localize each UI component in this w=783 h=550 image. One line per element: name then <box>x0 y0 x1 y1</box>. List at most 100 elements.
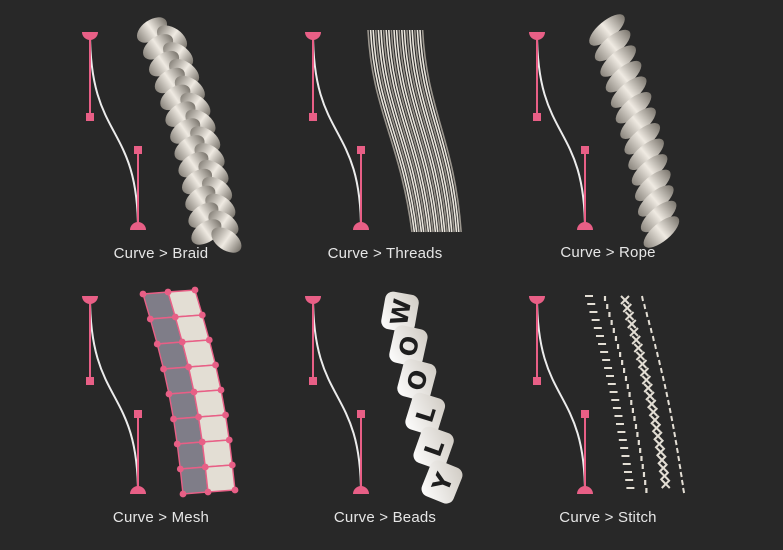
mesh-vertex <box>146 315 154 323</box>
thread-strand <box>406 29 448 233</box>
mesh-vertex <box>201 463 209 471</box>
cross-stitch-icon <box>651 423 662 433</box>
stitch-running <box>675 447 679 454</box>
curve-path <box>312 295 362 495</box>
top-handle-square-icon <box>533 377 541 385</box>
cross-stitch-icon <box>647 399 657 409</box>
thread-strand <box>414 29 455 233</box>
thread-strand <box>369 29 416 233</box>
caption-beads: Curve > Beads <box>333 509 437 526</box>
braid-strand <box>211 227 242 253</box>
mesh-vertex <box>217 386 225 394</box>
mesh-vertex <box>164 288 172 296</box>
thread-strand <box>401 29 444 233</box>
mesh-face <box>179 466 209 495</box>
mesh-vertex <box>139 290 147 298</box>
cross-stitch-icon <box>661 479 671 489</box>
mesh-vertex <box>195 413 202 421</box>
bottom-handle-square-icon <box>357 146 365 154</box>
end-anchor-icon <box>130 486 146 494</box>
stitch-running <box>645 311 649 318</box>
top-handle-square-icon <box>533 113 541 121</box>
stitch-running <box>653 343 657 350</box>
top-handle-square-icon <box>86 377 94 385</box>
stitch-running <box>663 383 667 390</box>
stitch-running <box>671 423 675 430</box>
top-handle-square-icon <box>309 113 317 121</box>
mesh-grid <box>139 286 239 498</box>
cross-stitch-icon <box>627 319 637 329</box>
stitch-running <box>673 431 677 438</box>
stitch-running <box>656 351 659 358</box>
stitch-running <box>647 319 651 326</box>
mesh-vertex <box>173 440 181 448</box>
thread-strand <box>395 29 439 233</box>
cross-stitch-icon <box>622 303 632 313</box>
rope-twist <box>643 216 680 248</box>
stitch-running <box>679 471 683 478</box>
cross-stitch-icon <box>655 447 666 457</box>
caption-braid: Curve > Braid <box>113 245 209 262</box>
thread-strand <box>388 29 432 233</box>
curve-path <box>89 295 139 495</box>
cross-stitch-icon <box>635 351 646 361</box>
cross-stitch-icon <box>620 295 630 305</box>
mesh-vertex <box>222 411 229 419</box>
end-anchor-icon <box>577 222 593 230</box>
stitch-running <box>651 335 655 342</box>
mesh-vertex <box>165 390 173 398</box>
thread-strand <box>390 29 434 233</box>
stitch-running <box>677 455 681 462</box>
mesh-vertex <box>225 436 233 444</box>
caption-mesh: Curve > Mesh <box>112 509 210 526</box>
bead: O <box>389 325 428 367</box>
stitch-running <box>674 439 678 446</box>
start-anchor-icon <box>82 32 98 40</box>
start-anchor-icon <box>82 296 98 304</box>
mesh-vertex <box>153 340 161 348</box>
bead-cube <box>389 325 428 367</box>
stitch-running <box>680 479 684 486</box>
end-anchor-icon <box>353 486 369 494</box>
mesh-face <box>176 441 207 470</box>
end-anchor-icon <box>577 486 593 494</box>
thread-strand <box>367 29 413 233</box>
thread-strand <box>382 29 427 233</box>
mesh-face <box>197 414 231 443</box>
mesh-vertex <box>190 388 198 396</box>
start-anchor-icon <box>305 296 321 304</box>
top-handle-square-icon <box>86 113 94 121</box>
curve-path <box>89 31 139 231</box>
bead: W <box>381 291 419 333</box>
mesh-face <box>193 389 227 418</box>
rope-twist <box>631 154 668 186</box>
bottom-handle-square-icon <box>134 410 142 418</box>
cross-stitch-icon <box>641 375 652 385</box>
thread-strand <box>419 29 460 233</box>
mesh-vertex <box>171 313 179 321</box>
braid-texture <box>136 17 242 253</box>
bezier-curve-braid <box>82 31 146 231</box>
cross-stitch-icon <box>645 391 655 401</box>
cross-stitch-icon <box>643 383 653 393</box>
caption-stitch: Curve > Stitch <box>559 509 657 526</box>
rope-twist <box>620 107 656 139</box>
start-anchor-icon <box>305 32 321 40</box>
bezier-curve-beads <box>305 295 369 495</box>
thread-strand <box>385 29 430 233</box>
curve-path <box>536 295 586 495</box>
thread-strand <box>375 29 420 233</box>
mesh-face <box>187 364 222 393</box>
bezier-curve-stitch <box>529 295 593 495</box>
rope-twist <box>589 14 625 46</box>
cross-stitch-icon <box>653 431 663 441</box>
caption-threads: Curve > Threads <box>327 245 443 262</box>
cross-stitch-icon <box>631 335 641 345</box>
thread-strand <box>408 29 451 233</box>
bead: Y <box>421 460 463 504</box>
start-anchor-icon <box>529 32 545 40</box>
rope-twist <box>610 76 647 108</box>
rope-twist <box>600 45 636 77</box>
curve-path <box>536 31 586 231</box>
stitch-running <box>657 359 661 366</box>
